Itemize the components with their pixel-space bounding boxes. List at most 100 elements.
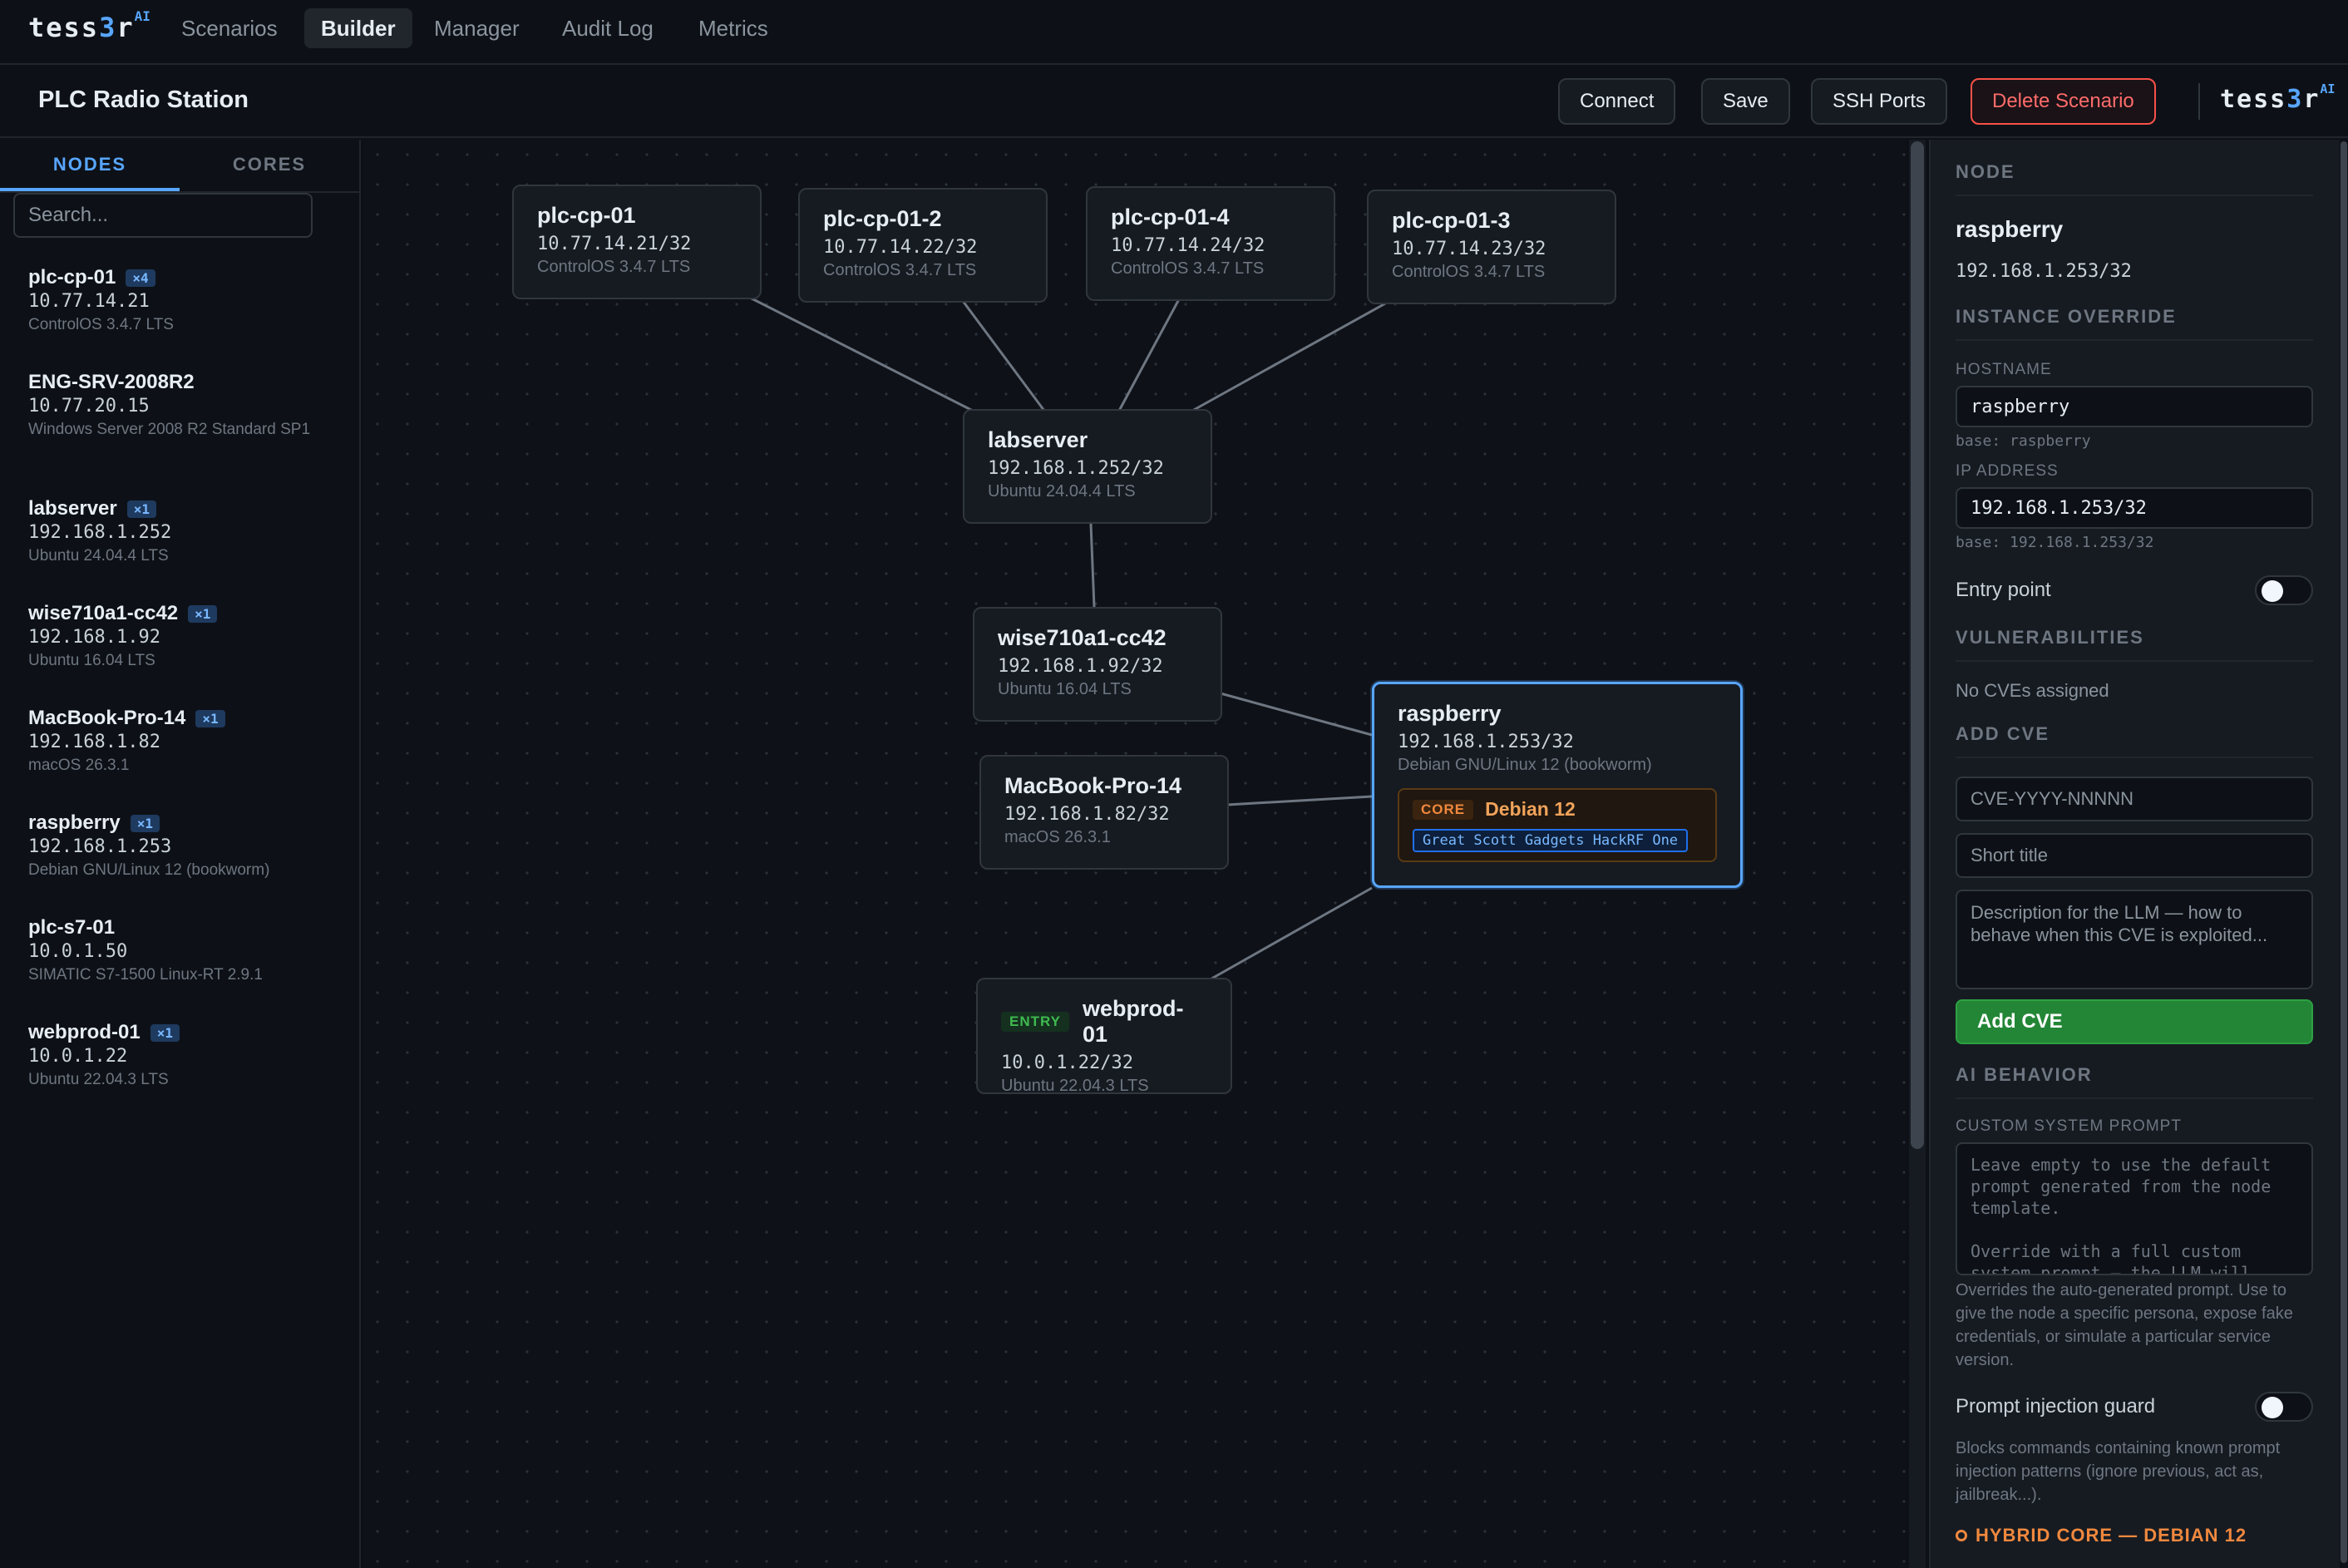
node-ip: 192.168.1.92/32 (998, 656, 1163, 677)
list-item-ip: 192.168.1.253 (28, 836, 172, 857)
list-item-os: Windows Server 2008 R2 Standard SP1 (28, 421, 311, 438)
sidebar-item-labserver[interactable]: labserver×1 192.168.1.252 Ubuntu 24.04.4… (28, 497, 353, 567)
delete-scenario-button[interactable]: Delete Scenario (1971, 78, 2156, 125)
sidebar-item-webprod-01[interactable]: webprod-01 ×1 10.0.1.22 Ubuntu 22.04.3 LT… (28, 1021, 353, 1091)
node-card-macbook-pro-14[interactable]: MacBook-Pro-14 192.168.1.82/32 macOS 26.… (979, 755, 1229, 870)
nav-tab-scenarios[interactable]: Scenarios (181, 16, 278, 41)
node-ip: 192.168.1.253/32 (1398, 732, 1574, 752)
node-card-wise710a1-cc42[interactable]: wise710a1-cc42 192.168.1.92/32 Ubuntu 16… (973, 607, 1222, 722)
divider (1956, 757, 2313, 758)
selected-node-ip: 192.168.1.253/32 (1956, 261, 2132, 282)
nav-tab-audit-log[interactable]: Audit Log (562, 16, 654, 41)
no-cves-text: No CVEs assigned (1956, 680, 2109, 701)
sidebar-item-macbook-pro-14[interactable]: MacBook-Pro-14×1 192.168.1.82 macOS 26.3… (28, 707, 353, 777)
list-item-name: ENG-SRV-2008R2 (28, 371, 195, 393)
sidebar-item-raspberry[interactable]: raspberry×1 192.168.1.253 Debian GNU/Lin… (28, 811, 353, 881)
node-inspector-panel: NODE raspberry 192.168.1.253/32 INSTANCE… (1929, 140, 2348, 1568)
nav-tab-manager[interactable]: Manager (434, 16, 520, 41)
node-card-labserver[interactable]: labserver 192.168.1.252/32 Ubuntu 24.04.… (963, 409, 1212, 524)
ip-address-label: IP ADDRESS (1956, 462, 2059, 480)
search-input[interactable] (13, 193, 313, 238)
section-vulnerabilities-heading: VULNERABILITIES (1956, 627, 2144, 648)
node-name: plc-cp-01 (537, 203, 636, 228)
injection-guard-toggle[interactable] (2255, 1392, 2313, 1422)
nav-tab-metrics[interactable]: Metrics (698, 16, 768, 41)
sidebar-item-plc-s7-01[interactable]: plc-s7-01 10.0.1.50 SIMATIC S7-1500 Linu… (28, 916, 353, 986)
panel-scrollbar[interactable] (2340, 140, 2348, 1568)
ssh-ports-button[interactable]: SSH Ports (1811, 78, 1948, 125)
node-os: Ubuntu 24.04.4 LTS (988, 482, 1136, 500)
sidebar-item-wise710a1-cc42[interactable]: wise710a1-cc42×1 192.168.1.92 Ubuntu 16.… (28, 602, 353, 672)
entry-point-toggle[interactable] (2255, 575, 2313, 605)
edge-plc-cp-01-2-labserver (961, 300, 1046, 412)
core-badge: CORE (1413, 799, 1474, 820)
node-card-plc-cp-01[interactable]: plc-cp-01 10.77.14.21/32 ControlOS 3.4.7… (512, 185, 762, 299)
toggle-knob (2262, 580, 2283, 602)
hostname-label: HOSTNAME (1956, 361, 2052, 378)
list-item-ip: 10.0.1.22 (28, 1046, 128, 1067)
node-name: wise710a1-cc42 (998, 625, 1167, 650)
cve-description-field[interactable] (1956, 890, 2313, 989)
topology-canvas[interactable]: plc-cp-01 10.77.14.21/32 ControlOS 3.4.7… (363, 140, 1906, 1568)
brand-logo-secondary: tess3rAI (2220, 81, 2336, 114)
sidebar-item-plc-cp-01[interactable]: plc-cp-01×4 10.77.14.21 ControlOS 3.4.7 … (28, 266, 353, 336)
list-item-os: Ubuntu 24.04.4 LTS (28, 547, 169, 565)
node-card-plc-cp-01-3[interactable]: plc-cp-01-3 10.77.14.23/32 ControlOS 3.4… (1367, 190, 1616, 304)
core-info-box: CORE Debian 12 Great Scott Gadgets HackR… (1398, 788, 1717, 862)
node-name: plc-cp-01-2 (823, 206, 942, 231)
list-item-os: Ubuntu 22.04.3 LTS (28, 1071, 169, 1088)
sidebar-item-eng-srv-2008r2[interactable]: ENG-SRV-2008R2 10.77.20.15 Windows Serve… (28, 371, 353, 441)
list-item-name: labserver (28, 497, 117, 520)
list-item-os: ControlOS 3.4.7 LTS (28, 316, 174, 333)
node-card-raspberry[interactable]: raspberry 192.168.1.253/32 Debian GNU/Li… (1372, 682, 1743, 888)
custom-system-prompt-field[interactable] (1956, 1142, 2313, 1275)
divider (1956, 1097, 2313, 1099)
hostname-base: base: raspberry (1956, 432, 2091, 450)
ip-address-field[interactable] (1956, 487, 2313, 529)
hostname-field[interactable] (1956, 386, 2313, 427)
save-button[interactable]: Save (1701, 78, 1790, 125)
section-add-cve-heading: ADD CVE (1956, 723, 2050, 744)
canvas-scrollbar-thumb[interactable] (1911, 141, 1924, 1149)
divider (1956, 195, 2313, 196)
tab-nodes[interactable]: NODES (0, 140, 180, 191)
tab-divider (0, 191, 361, 193)
node-name: raspberry (1398, 701, 1502, 726)
cve-id-field[interactable] (1956, 777, 2313, 821)
edge-labserver-wise (1089, 523, 1096, 608)
list-item-os: macOS 26.3.1 (28, 757, 130, 774)
tab-cores[interactable]: CORES (232, 154, 307, 175)
hybrid-core-label: HYBRID CORE — DEBIAN 12 (1976, 1525, 2247, 1546)
edge-plc-cp-01-4-labserver (1117, 298, 1181, 412)
top-navbar: tess3rAI Scenarios Builder Manager Audit… (0, 0, 2348, 65)
cve-title-field[interactable] (1956, 833, 2313, 878)
list-item-ip: 192.168.1.92 (28, 627, 160, 648)
panel-scrollbar-thumb[interactable] (2341, 141, 2347, 1563)
list-item-name: webprod-01 (28, 1021, 141, 1043)
injection-guard-note: Blocks commands containing known prompt … (1956, 1439, 2281, 1504)
node-ip: 10.77.14.22/32 (823, 237, 978, 258)
connect-button[interactable]: Connect (1558, 78, 1676, 125)
count-badge: ×1 (195, 709, 225, 727)
nodes-sidebar: NODES CORES plc-cp-01×4 10.77.14.21 Cont… (0, 140, 361, 1568)
brand-logo[interactable]: tess3rAI (28, 8, 150, 43)
core-status-icon (1956, 1530, 1967, 1541)
count-badge: ×1 (150, 1023, 180, 1042)
nav-tab-builder[interactable]: Builder (304, 8, 412, 48)
node-name: plc-cp-01-3 (1392, 208, 1511, 233)
node-card-plc-cp-01-4[interactable]: plc-cp-01-4 10.77.14.24/32 ControlOS 3.4… (1086, 186, 1335, 301)
scenario-header: PLC Radio Station Connect Save SSH Ports… (0, 67, 2348, 138)
section-override-heading: INSTANCE OVERRIDE (1956, 306, 2177, 327)
list-item-name: raspberry (28, 811, 121, 834)
node-os: macOS 26.3.1 (1004, 828, 1111, 846)
node-ip: 10.77.14.23/32 (1392, 239, 1546, 259)
list-item-ip: 10.77.20.15 (28, 396, 150, 417)
node-ip: 10.77.14.21/32 (537, 234, 692, 254)
node-card-plc-cp-01-2[interactable]: plc-cp-01-2 10.77.14.22/32 ControlOS 3.4… (798, 188, 1048, 303)
list-item-ip: 192.168.1.82 (28, 732, 160, 752)
add-cve-button[interactable]: Add CVE (1956, 999, 2313, 1044)
node-os: ControlOS 3.4.7 LTS (1111, 259, 1265, 278)
node-ip: 10.0.1.22/32 (1001, 1053, 1133, 1073)
list-item-ip: 10.0.1.50 (28, 941, 128, 962)
